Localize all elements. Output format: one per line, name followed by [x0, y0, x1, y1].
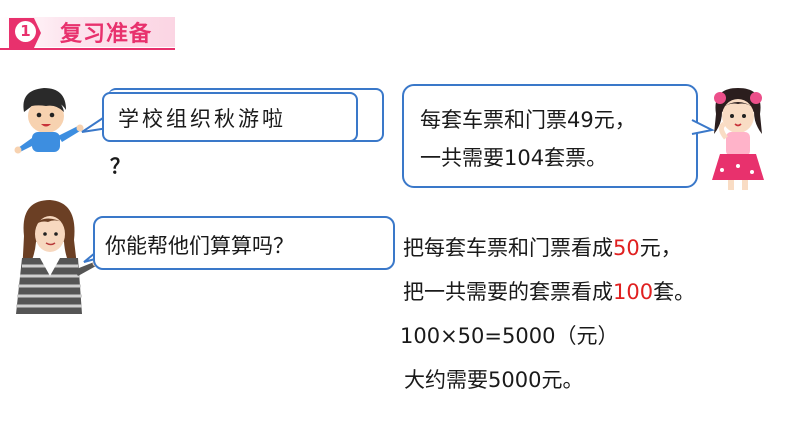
- calc-line-4: 大约需要5000元。: [404, 368, 584, 392]
- girl-bubble-line2: 一共需要104套票。: [420, 146, 608, 170]
- girl-speech-bubble: 每套车票和门票49元， 一共需要104套票。: [402, 84, 698, 188]
- teacher-speech-bubble: 你能帮他们算算吗？: [93, 216, 395, 270]
- calc-line-1-pre: 把每套车票和门票看成: [403, 236, 613, 260]
- boy-bubble-text: 学校组织秋游啦: [118, 107, 286, 131]
- boy-speech-bubble: 学校组织秋游啦: [102, 92, 358, 142]
- teacher-icon: [16, 200, 100, 314]
- section-number: 1: [15, 21, 36, 42]
- header-underline: [0, 48, 175, 50]
- calc-line-2-pre: 把一共需要的套票看成: [403, 280, 613, 304]
- calc-line-2: 把一共需要的套票看成100套。: [403, 276, 695, 306]
- boy-icon: [14, 88, 84, 154]
- boy-bubble-mark: ？: [110, 154, 130, 178]
- girl-icon: [712, 88, 764, 190]
- girl-bubble-line1: 每套车票和门票49元，: [420, 108, 636, 132]
- section-title: 复习准备: [60, 22, 153, 47]
- calc-line-1: 把每套车票和门票看成50元，: [403, 232, 682, 262]
- boy-bubble-tail: [81, 115, 109, 133]
- teacher-bubble-text: 你能帮他们算算吗？: [105, 234, 294, 258]
- calc-line-1-number: 50: [613, 236, 640, 260]
- calc-line-1-post: 元，: [639, 236, 682, 260]
- girl-bubble-tail: [691, 119, 716, 135]
- section-number-badge: 1: [9, 18, 41, 48]
- calc-line-2-number: 100: [613, 280, 654, 304]
- calc-line-3: 100×50=5000（元）: [400, 324, 619, 348]
- calc-line-2-post: 套。: [653, 280, 696, 304]
